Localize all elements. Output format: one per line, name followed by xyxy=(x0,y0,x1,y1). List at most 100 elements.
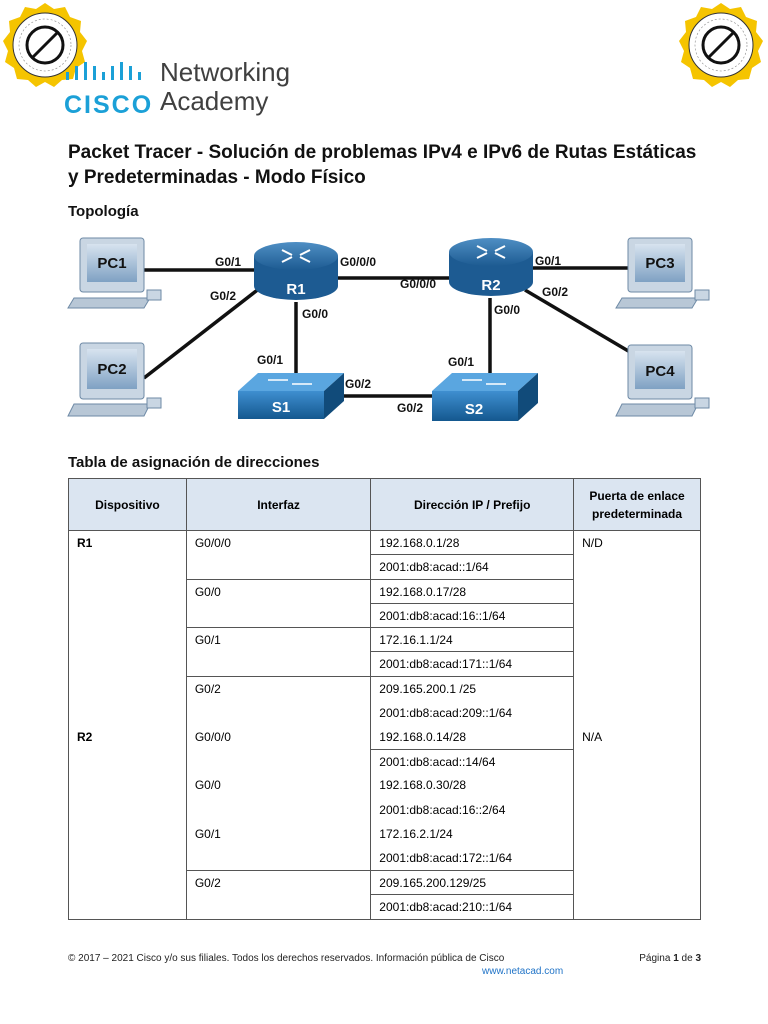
pc4-label: PC4 xyxy=(645,363,675,380)
ip-cell: 209.165.200.1 /25 xyxy=(370,675,575,701)
netacad-link[interactable]: www.netacad.com xyxy=(482,966,564,977)
table-row: 2001:db8:acad:209::1/64 xyxy=(68,700,701,725)
page-footer: © 2017 – 2021 Cisco y/o sus filiales. To… xyxy=(68,953,701,977)
pc3-device: PC3 xyxy=(615,237,710,309)
interface-cell: G0/2 xyxy=(185,675,372,701)
page-number: Página 1 de 3 xyxy=(639,953,701,964)
ip-cell: 2001:db8:acad:210::1/64 xyxy=(370,894,575,920)
ip-cell: 2001:db8:acad::1/64 xyxy=(370,554,575,580)
s2-label: S2 xyxy=(465,401,483,418)
port-label: G0/2 xyxy=(210,289,236,303)
device-cell: R1 xyxy=(68,529,187,555)
device-cell: R2 xyxy=(68,724,187,750)
port-label: G0/2 xyxy=(542,285,568,299)
topology-diagram: PC1 PC2 PC3 PC4 R1 xyxy=(67,237,710,421)
topology-heading: Topología xyxy=(68,203,139,220)
ip-cell: 2001:db8:acad:209::1/64 xyxy=(370,700,575,725)
document-title: Packet Tracer - Solución de problemas IP… xyxy=(68,142,697,188)
header-interface: Interfaz xyxy=(185,478,372,531)
table-row: G0/0 192.168.0.30/28 xyxy=(68,773,701,798)
port-label: G0/1 xyxy=(535,254,561,268)
interface-cell: G0/1 xyxy=(185,627,372,652)
pc2-device: PC2 xyxy=(67,342,162,417)
pc2-label: PC2 xyxy=(97,361,126,378)
gateway-cell: N/D xyxy=(573,529,701,555)
pdf-xchange-stamp-left xyxy=(3,3,87,87)
footer-copyright: © 2017 – 2021 Cisco y/o sus filiales. To… xyxy=(68,953,505,964)
table-row: 2001:db8:acad:172::1/64 xyxy=(68,846,701,872)
r1-device: R1 xyxy=(254,242,338,300)
port-label: G0/1 xyxy=(448,355,474,369)
cisco-networking-academy-logo: CISCO Networking Academy xyxy=(64,57,304,119)
ip-cell: 172.16.1.1/24 xyxy=(370,627,575,653)
logo-line2: Academy xyxy=(160,86,269,116)
port-label: G0/0/0 xyxy=(400,277,436,291)
logo-line1: Networking xyxy=(160,57,291,87)
s2-device: S2 xyxy=(432,373,538,421)
port-label: G0/0 xyxy=(302,307,328,321)
pc1-label: PC1 xyxy=(97,255,126,272)
table-row: G0/0 192.168.0.17/28 xyxy=(68,578,701,604)
table-row: R1 G0/0/0 192.168.0.1/28 N/D xyxy=(68,529,701,556)
interface-cell: G0/2 xyxy=(185,870,372,895)
table-row: 2001:db8:acad:171::1/64 xyxy=(68,651,701,677)
addressing-table: Dispositivo Interfaz Dirección IP / Pref… xyxy=(68,478,701,920)
page-total: 3 xyxy=(695,953,701,964)
header-device: Dispositivo xyxy=(68,478,187,531)
table-row: 2001:db8:acad:16::1/64 xyxy=(68,602,701,629)
pc1-device: PC1 xyxy=(67,237,162,309)
ip-cell: 2001:db8:acad:16::1/64 xyxy=(370,602,575,629)
interface-cell: G0/0 xyxy=(185,773,372,798)
s1-device: S1 xyxy=(238,373,344,419)
ip-cell: 192.168.0.17/28 xyxy=(370,578,575,604)
s1-label: S1 xyxy=(272,399,290,416)
r1-label: R1 xyxy=(286,281,305,298)
table-row: G0/1 172.16.1.1/24 xyxy=(68,627,701,653)
ip-cell: 2001:db8:acad:16::2/64 xyxy=(370,797,575,823)
ip-cell: 172.16.2.1/24 xyxy=(370,822,575,847)
port-label: G0/1 xyxy=(215,255,241,269)
table-row: 2001:db8:acad:210::1/64 xyxy=(68,894,701,920)
logo-brand: CISCO xyxy=(64,91,154,119)
header-gateway-line2: predeterminada xyxy=(592,506,683,521)
table-row: 2001:db8:acad::1/64 xyxy=(68,554,701,580)
page-label: Página xyxy=(639,953,671,964)
addressing-table-heading: Tabla de asignación de direcciones xyxy=(68,454,320,471)
port-label: G0/0/0 xyxy=(340,255,376,269)
table-row: R2 G0/0/0 192.168.0.14/28 N/A xyxy=(68,724,701,750)
port-label: G0/2 xyxy=(345,377,371,391)
port-label: G0/2 xyxy=(397,401,423,415)
ip-cell: 192.168.0.14/28 xyxy=(370,724,575,750)
table-row: G0/2 209.165.200.1 /25 xyxy=(68,675,701,701)
port-label: G0/0 xyxy=(494,303,520,317)
gateway-cell: N/A xyxy=(573,724,701,750)
pc4-device: PC4 xyxy=(615,344,710,417)
ip-cell: 2001:db8:acad:172::1/64 xyxy=(370,846,575,872)
table-header-row: Dispositivo Interfaz Dirección IP / Pref… xyxy=(68,478,701,531)
ip-cell: 192.168.0.1/28 xyxy=(370,529,575,556)
topology-links xyxy=(142,266,631,398)
pdf-xchange-stamp-right xyxy=(679,3,763,87)
header-ip: Dirección IP / Prefijo xyxy=(370,478,575,531)
ip-cell: 2001:db8:acad::14/64 xyxy=(370,748,575,774)
ip-cell: 209.165.200.129/25 xyxy=(370,870,575,896)
page-of: de xyxy=(681,953,693,964)
table-row: G0/2 209.165.200.129/25 xyxy=(68,870,701,896)
ip-cell: 2001:db8:acad:171::1/64 xyxy=(370,651,575,677)
ip-cell: 192.168.0.30/28 xyxy=(370,773,575,798)
cisco-bars-icon xyxy=(66,62,141,80)
header-gateway-line1: Puerta de enlace xyxy=(589,488,685,503)
port-label: G0/1 xyxy=(257,353,283,367)
table-row: 2001:db8:acad:16::2/64 xyxy=(68,797,701,823)
r2-label: R2 xyxy=(481,277,500,294)
interface-cell: G0/1 xyxy=(185,822,372,847)
page-current: 1 xyxy=(673,953,679,964)
r2-device: R2 xyxy=(449,238,533,296)
table-row: G0/1 172.16.2.1/24 xyxy=(68,822,701,847)
interface-cell: G0/0/0 xyxy=(185,529,372,555)
table-row: 2001:db8:acad::14/64 xyxy=(68,748,701,774)
header-gateway: Puerta de enlace predeterminada xyxy=(573,478,701,531)
interface-cell: G0/0/0 xyxy=(185,724,372,750)
interface-cell: G0/0 xyxy=(185,578,372,604)
pc3-label: PC3 xyxy=(645,255,674,272)
